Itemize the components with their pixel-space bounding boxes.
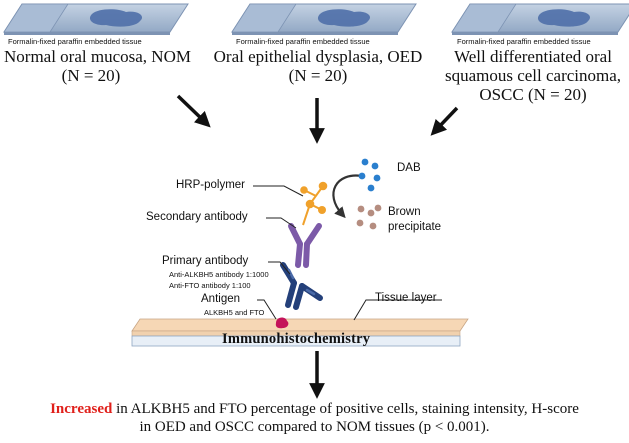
slide-oscc [451, 3, 629, 35]
slide-nom [3, 3, 189, 35]
brown-precipitate-label-line2: precipitate [388, 221, 442, 233]
slide-label-oscc: Formalin-fixed paraffin embedded tissue [457, 37, 591, 46]
primary-antibody-highlight [287, 268, 316, 296]
brown-precipitate-dots [356, 204, 382, 230]
result-text: Increased in ALKBH5 and FTO percentage o… [0, 400, 629, 436]
group-oscc-name-line2: squamous cell carcinoma, [444, 66, 622, 85]
hrp-polymer-label: HRP-polymer [176, 179, 246, 191]
reaction-arrow [332, 174, 363, 219]
group-nom: Normal oral mucosa, NOM (N = 20) [4, 47, 191, 85]
anti-fto-label: Anti-FTO antibody 1:100 [169, 281, 251, 290]
slide-label-oed: Formalin-fixed paraffin embedded tissue [236, 37, 370, 46]
group-nom-count: (N = 20) [61, 66, 121, 85]
dab-dots [358, 158, 381, 192]
arrow-nom-to-ihc [176, 94, 211, 128]
slide-label-nom: Formalin-fixed paraffin embedded tissue [8, 37, 142, 46]
slide-oed [231, 3, 417, 35]
tissue-layer-label: Tissue layer [375, 292, 437, 304]
dab-label: DAB [397, 162, 421, 174]
group-oed-count: (N = 20) [288, 66, 348, 85]
group-oed-name: Oral epithelial dysplasia, OED [213, 47, 423, 66]
arrow-oscc-to-ihc [430, 106, 459, 136]
secondary-antibody-shape [288, 223, 322, 268]
result-line1-rest: in ALKBH5 and FTO percentage of positive… [112, 401, 579, 417]
brown-precipitate-label-line1: Brown [388, 206, 421, 218]
primary-antibody-label: Primary antibody [162, 255, 249, 267]
anti-alkbh5-label: Anti-ALKBH5 antibody 1:1000 [169, 270, 269, 279]
group-oscc-name-line1: Well differentiated oral [454, 47, 612, 66]
antigen-label: Antigen [201, 293, 241, 305]
antigen-detail-label: ALKBH5 and FTO [204, 308, 265, 317]
tissue-layer [131, 318, 469, 347]
result-line1: Increased in ALKBH5 and FTO percentage o… [0, 400, 629, 418]
secondary-antibody-label: Secondary antibody [146, 211, 248, 223]
group-oscc: Well differentiated oral squamous cell c… [440, 47, 626, 104]
antigen-shape [275, 317, 289, 329]
hrp-polymer-shape [300, 181, 328, 226]
group-oed: Oral epithelial dysplasia, OED (N = 20) [212, 47, 424, 85]
result-highlight: Increased [50, 401, 113, 417]
group-oscc-name-line3: OSCC (N = 20) [479, 85, 587, 104]
group-nom-name: Normal oral mucosa, NOM [4, 47, 191, 66]
method-title: Immunohistochemistry [222, 331, 371, 347]
result-line2: in OED and OSCC compared to NOM tissues … [139, 419, 490, 435]
leader-lines [253, 185, 442, 321]
